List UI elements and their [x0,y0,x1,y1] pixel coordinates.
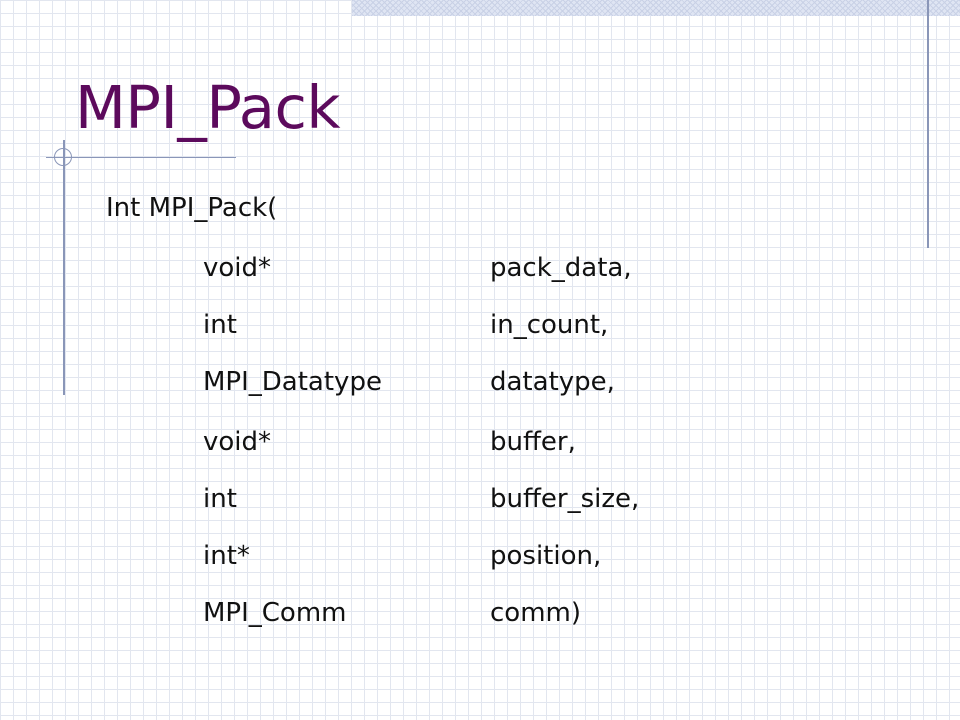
param-type: MPI_Comm [203,598,347,628]
top-decorative-band [352,0,960,16]
right-vertical-rule [927,0,929,248]
param-name: pack_data, [490,253,632,283]
param-name: comm) [490,598,581,628]
param-type: int* [203,541,250,571]
rule-circle-ornament [54,148,72,166]
param-type: int [203,310,237,340]
function-declaration: Int MPI_Pack( [106,193,278,223]
param-name: buffer_size, [490,484,640,514]
param-type: MPI_Datatype [203,367,382,397]
param-name: buffer, [490,427,576,457]
param-name: position, [490,541,602,571]
title-underline-rule [46,157,236,158]
param-type: void* [203,427,272,457]
param-type: void* [203,253,272,283]
slide-title: MPI_Pack [75,73,341,142]
param-name: in_count, [490,310,609,340]
param-name: datatype, [490,367,615,397]
left-vertical-rule [63,140,65,395]
param-type: int [203,484,237,514]
